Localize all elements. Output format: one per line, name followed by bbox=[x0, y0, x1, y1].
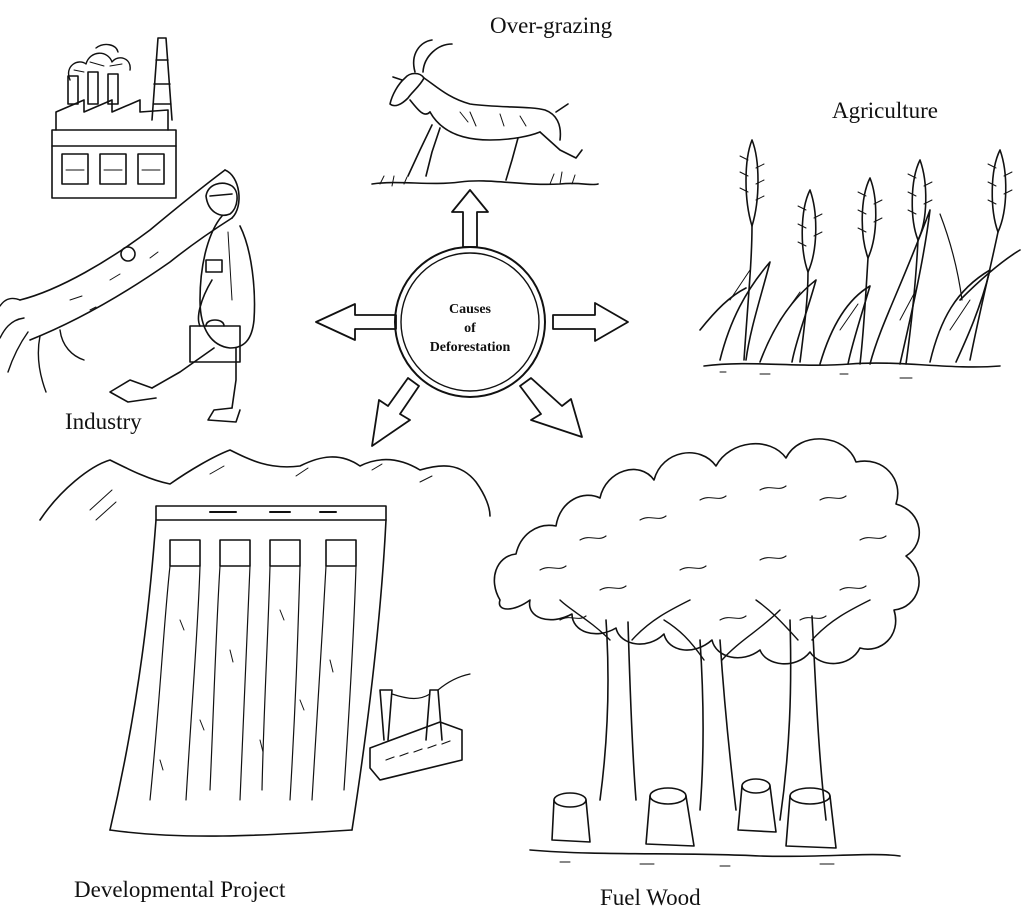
label-agriculture: Agriculture bbox=[832, 98, 939, 123]
trees-illustration bbox=[493, 438, 920, 867]
man-with-log-illustration bbox=[0, 169, 256, 423]
center-title: Causes of Deforestation bbox=[410, 300, 530, 357]
center-title-line-1: Causes bbox=[448, 302, 491, 317]
label-industry: Industry bbox=[65, 409, 142, 434]
arrow-right-icon bbox=[552, 302, 629, 342]
label-developmental-project: Developmental Project bbox=[74, 877, 286, 902]
label-fuel-wood: Fuel Wood bbox=[600, 885, 701, 910]
goat-illustration bbox=[371, 39, 599, 187]
arrow-left-icon bbox=[315, 303, 397, 341]
arrow-down-left-icon bbox=[371, 377, 420, 447]
center-title-line-2: of bbox=[464, 321, 476, 336]
label-over-grazing: Over-grazing bbox=[490, 13, 613, 38]
dam-illustration bbox=[39, 449, 491, 837]
factory-illustration bbox=[51, 37, 177, 199]
arrow-up-icon bbox=[451, 189, 489, 248]
center-title-line-3: Deforestation bbox=[429, 340, 511, 355]
wheat-illustration bbox=[699, 139, 1021, 379]
arrow-down-right-icon bbox=[519, 377, 583, 438]
